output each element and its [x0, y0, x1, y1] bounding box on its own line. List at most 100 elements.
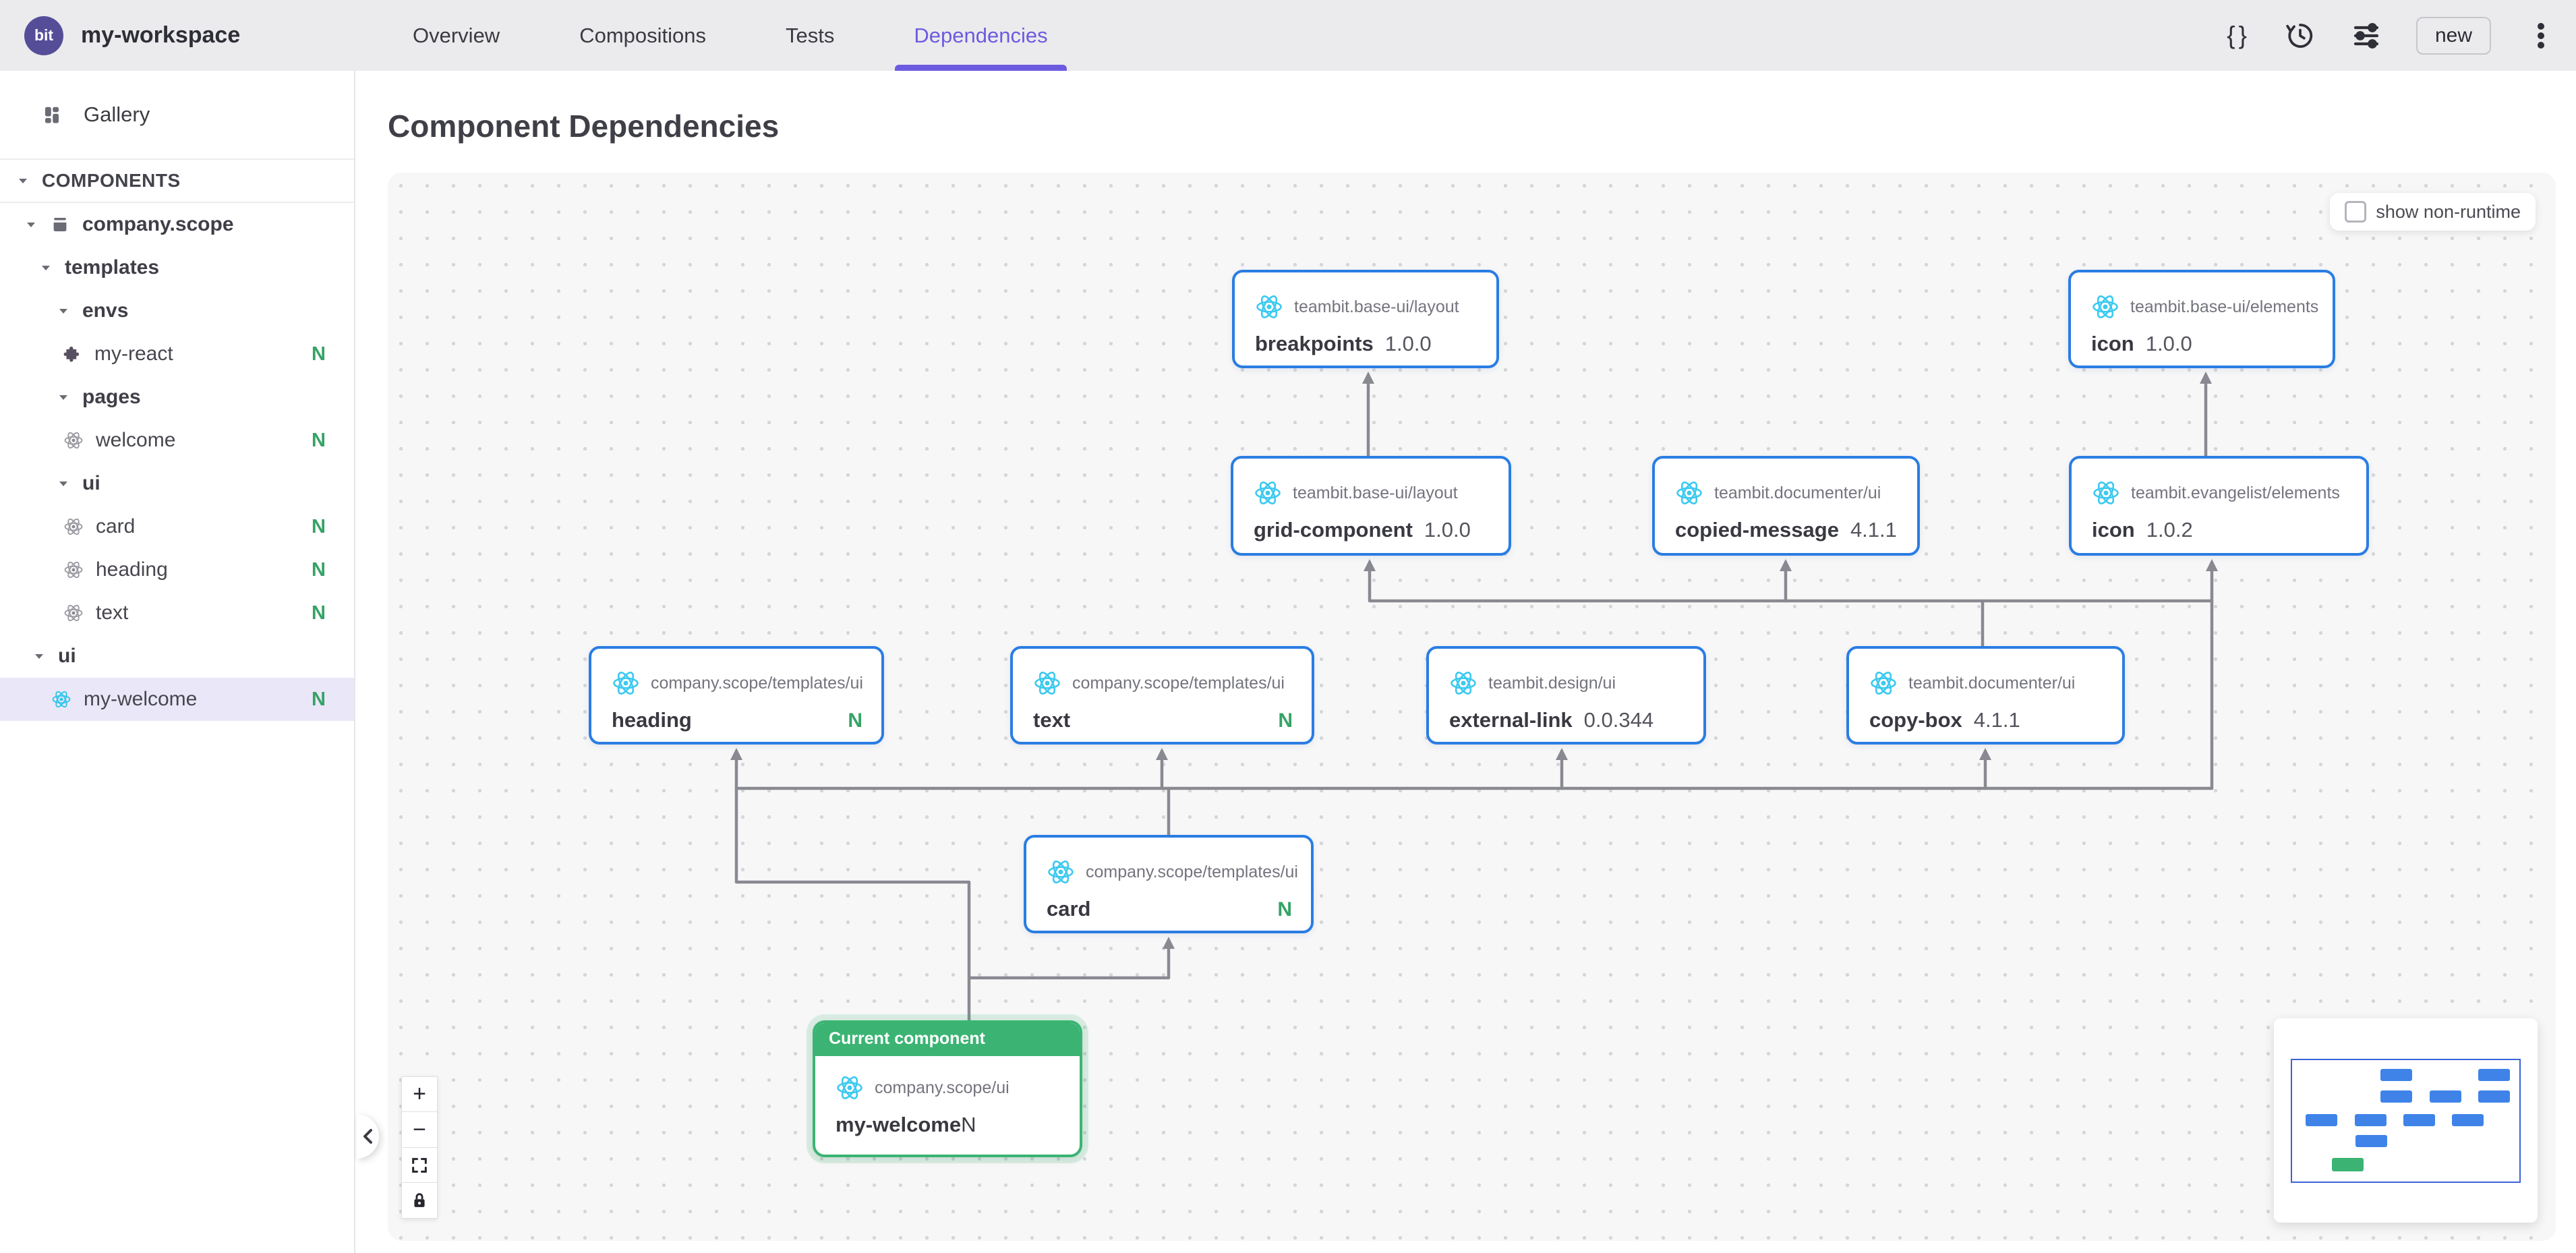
tree-label: ui — [82, 472, 100, 494]
sidebar-item-gallery[interactable]: Gallery — [0, 71, 354, 160]
chevron-left-icon — [363, 1129, 372, 1144]
graph-node-my-welcome-current[interactable]: Current component company.scope/ui my-we… — [813, 1020, 1082, 1157]
workspace-title: my-workspace — [81, 22, 241, 48]
node-scope: company.scope/templates/ui — [651, 673, 863, 693]
minimap-node — [2380, 1069, 2412, 1081]
node-name: breakpoints — [1255, 332, 1374, 355]
tab-tests[interactable]: Tests — [786, 23, 835, 47]
tree-label: pages — [82, 386, 141, 408]
minimap-current-node — [2332, 1158, 2364, 1171]
chevron-down-icon — [59, 309, 67, 314]
dependency-graph-canvas[interactable]: show non-runtime teambit.base-ui/layout … — [388, 173, 2556, 1241]
minimap-node — [2478, 1090, 2510, 1103]
tab-overview[interactable]: Overview — [413, 23, 500, 47]
history-icon[interactable] — [2284, 20, 2316, 52]
react-icon — [1256, 295, 1282, 318]
show-non-runtime-toggle[interactable]: show non-runtime — [2330, 193, 2536, 231]
current-component-tag: Current component — [815, 1023, 1080, 1056]
node-name: copied-message — [1675, 518, 1839, 542]
gallery-grid-icon — [45, 107, 59, 123]
react-icon — [1034, 672, 1060, 695]
components-header-label: COMPONENTS — [42, 170, 181, 191]
tree-item-welcome[interactable]: welcome N — [0, 419, 354, 462]
topbar-actions: {} new — [2227, 0, 2557, 71]
react-icon — [1871, 672, 1896, 695]
bit-logo[interactable]: bit — [24, 16, 63, 55]
tab-compositions[interactable]: Compositions — [579, 23, 707, 47]
tree-item-ui-root[interactable]: ui — [0, 635, 354, 678]
new-badge: N — [1278, 709, 1293, 732]
new-badge: N — [1277, 898, 1292, 921]
react-icon — [837, 1076, 862, 1099]
react-icon — [64, 604, 83, 622]
node-scope: company.scope/ui — [875, 1078, 1009, 1097]
tree-label: heading — [96, 558, 168, 581]
kebab-menu-icon[interactable] — [2525, 20, 2557, 52]
new-badge: N — [312, 515, 326, 537]
tree-label: company.scope — [82, 213, 234, 235]
minimap-node — [2430, 1090, 2461, 1103]
zoom-in-button[interactable]: + — [401, 1076, 438, 1113]
minimap-node — [2403, 1114, 2435, 1126]
new-badge: N — [961, 1113, 976, 1136]
components-section-header[interactable]: COMPONENTS — [0, 160, 354, 203]
tree-item-card[interactable]: card N — [0, 505, 354, 548]
fit-view-icon — [412, 1157, 427, 1173]
minimap-node — [2478, 1069, 2510, 1081]
react-icon — [2093, 482, 2119, 504]
new-badge: N — [312, 558, 326, 581]
tree-item-templates[interactable]: templates — [0, 246, 354, 289]
component-tree: company.scope templates envs my-react N … — [0, 203, 354, 721]
tree-label: ui — [58, 645, 76, 667]
tab-dependencies[interactable]: Dependencies — [895, 0, 1067, 71]
tree-item-my-welcome[interactable]: my-welcome N — [0, 678, 354, 721]
react-icon — [1048, 861, 1074, 883]
tree-label: templates — [65, 256, 160, 279]
tree-item-my-react[interactable]: my-react N — [0, 332, 354, 376]
tree-item-envs[interactable]: envs — [0, 289, 354, 332]
tree-item-company-scope[interactable]: company.scope — [0, 203, 354, 246]
node-name: grid-component — [1254, 518, 1413, 542]
react-icon — [1255, 482, 1281, 504]
filters-sliders-icon[interactable] — [2350, 20, 2382, 52]
zoom-out-button[interactable]: − — [401, 1111, 438, 1148]
react-icon — [64, 561, 83, 579]
lock-button[interactable] — [401, 1182, 438, 1219]
minimap[interactable] — [2274, 1018, 2538, 1223]
node-scope: company.scope/templates/ui — [1072, 673, 1285, 693]
tree-item-pages[interactable]: pages — [0, 376, 354, 419]
tree-item-heading[interactable]: heading N — [0, 548, 354, 591]
chevron-down-icon — [42, 266, 50, 270]
node-name: copy-box — [1869, 708, 1962, 732]
collapse-sidebar-button[interactable] — [357, 1114, 379, 1159]
react-icon — [52, 691, 71, 708]
react-icon — [64, 432, 83, 449]
chevron-down-icon — [27, 223, 35, 227]
tree-label: envs — [82, 299, 129, 322]
dependency-edges — [730, 372, 2218, 1022]
env-puzzle-icon — [63, 347, 80, 362]
show-non-runtime-checkbox[interactable] — [2345, 201, 2367, 223]
minimap-viewport[interactable] — [2291, 1059, 2521, 1183]
new-badge: N — [848, 709, 862, 732]
code-braces-icon[interactable]: {} — [2227, 21, 2250, 49]
new-button[interactable]: new — [2416, 16, 2491, 55]
top-tabs: Overview Compositions Tests Dependencies — [413, 0, 1067, 71]
tree-item-ui[interactable]: ui — [0, 462, 354, 505]
tree-item-text[interactable]: text N — [0, 591, 354, 635]
node-version: 4.1.1 — [1973, 708, 2020, 732]
node-name: external-link — [1449, 708, 1573, 732]
node-scope: company.scope/templates/ui — [1086, 862, 1298, 881]
fit-view-button[interactable] — [401, 1146, 438, 1184]
node-name: icon — [2091, 332, 2134, 355]
